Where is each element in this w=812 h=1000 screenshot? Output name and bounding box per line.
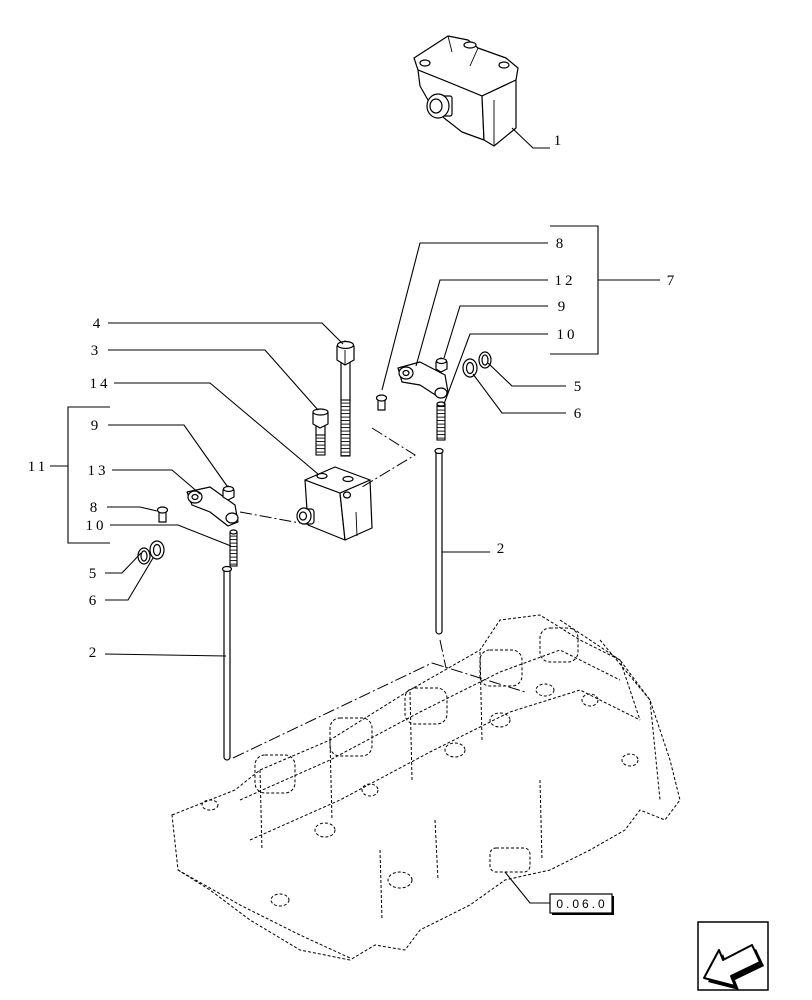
screw-left (156, 506, 169, 523)
callout-2-left: 2 (89, 645, 227, 661)
callout-4: 4 (93, 316, 344, 345)
callout-label: 2 (89, 645, 100, 661)
callout-8-left: 8 (90, 500, 158, 516)
callout-13: 13 (88, 463, 201, 495)
short-bolt (312, 408, 329, 456)
adjusting-screw-right (436, 401, 446, 441)
callout-label: 3 (91, 343, 102, 359)
callout-label: 9 (558, 299, 569, 315)
reference-link[interactable]: 0.06.0 (504, 871, 614, 915)
callout-3: 3 (91, 343, 319, 411)
nut-right (435, 357, 448, 373)
callout-5-left: 5 (89, 552, 142, 582)
ring-5-right (478, 351, 492, 369)
callout-label: 5 (89, 566, 100, 582)
callout-7-bracket: 7 (550, 225, 678, 355)
support-block (296, 466, 373, 541)
callout-1: 1 (511, 127, 565, 149)
callout-10-right: 10 (443, 327, 578, 405)
callout-label: 8 (90, 500, 101, 516)
callout-label: 10 (86, 518, 107, 534)
callout-8-right: 8 (381, 236, 567, 391)
callout-label: 14 (90, 376, 111, 392)
callout-label: 4 (93, 316, 104, 332)
ring-6-right (462, 358, 478, 378)
callout-9-right: 9 (443, 299, 569, 359)
pushrod-right (434, 447, 444, 635)
ring-6-left (149, 540, 165, 560)
reference-code: 0.06.0 (556, 897, 607, 911)
callout-label: 9 (91, 418, 102, 434)
adjusting-screw-left (229, 529, 238, 567)
callout-label: 12 (555, 273, 576, 289)
arrow-down-left-icon[interactable] (697, 921, 769, 991)
callout-label: 8 (556, 236, 567, 252)
rocker-arm-right (397, 361, 449, 399)
pushrod-left (221, 565, 233, 761)
callout-label: 6 (574, 406, 585, 422)
callout-label: 5 (574, 379, 585, 395)
callout-9-left: 9 (91, 418, 228, 487)
cylinder-head-phantom (171, 614, 681, 961)
callout-2-right: 2 (442, 541, 508, 557)
callout-11-bracket: 11 (28, 406, 110, 544)
callout-label: 11 (28, 459, 48, 475)
long-bolt (336, 340, 355, 457)
callout-10-left: 10 (86, 518, 232, 547)
rocker-shaft-support (413, 35, 519, 147)
callout-6-left: 6 (89, 557, 154, 609)
callout-label: 7 (667, 273, 678, 289)
callout-label: 6 (89, 593, 100, 609)
nut-left (222, 485, 235, 501)
callout-12: 12 (415, 273, 576, 367)
rocker-arm-left (186, 486, 239, 527)
callout-label: 13 (88, 463, 109, 479)
callout-label: 2 (497, 541, 508, 557)
ring-5-left (137, 547, 151, 565)
callout-label: 10 (557, 327, 578, 343)
callout-5-right: 5 (487, 362, 585, 395)
screw-right (375, 394, 388, 411)
assembly-lines (232, 427, 526, 759)
callout-14: 14 (90, 376, 319, 475)
callout-label: 1 (554, 133, 565, 149)
callout-6-right: 6 (472, 373, 585, 422)
